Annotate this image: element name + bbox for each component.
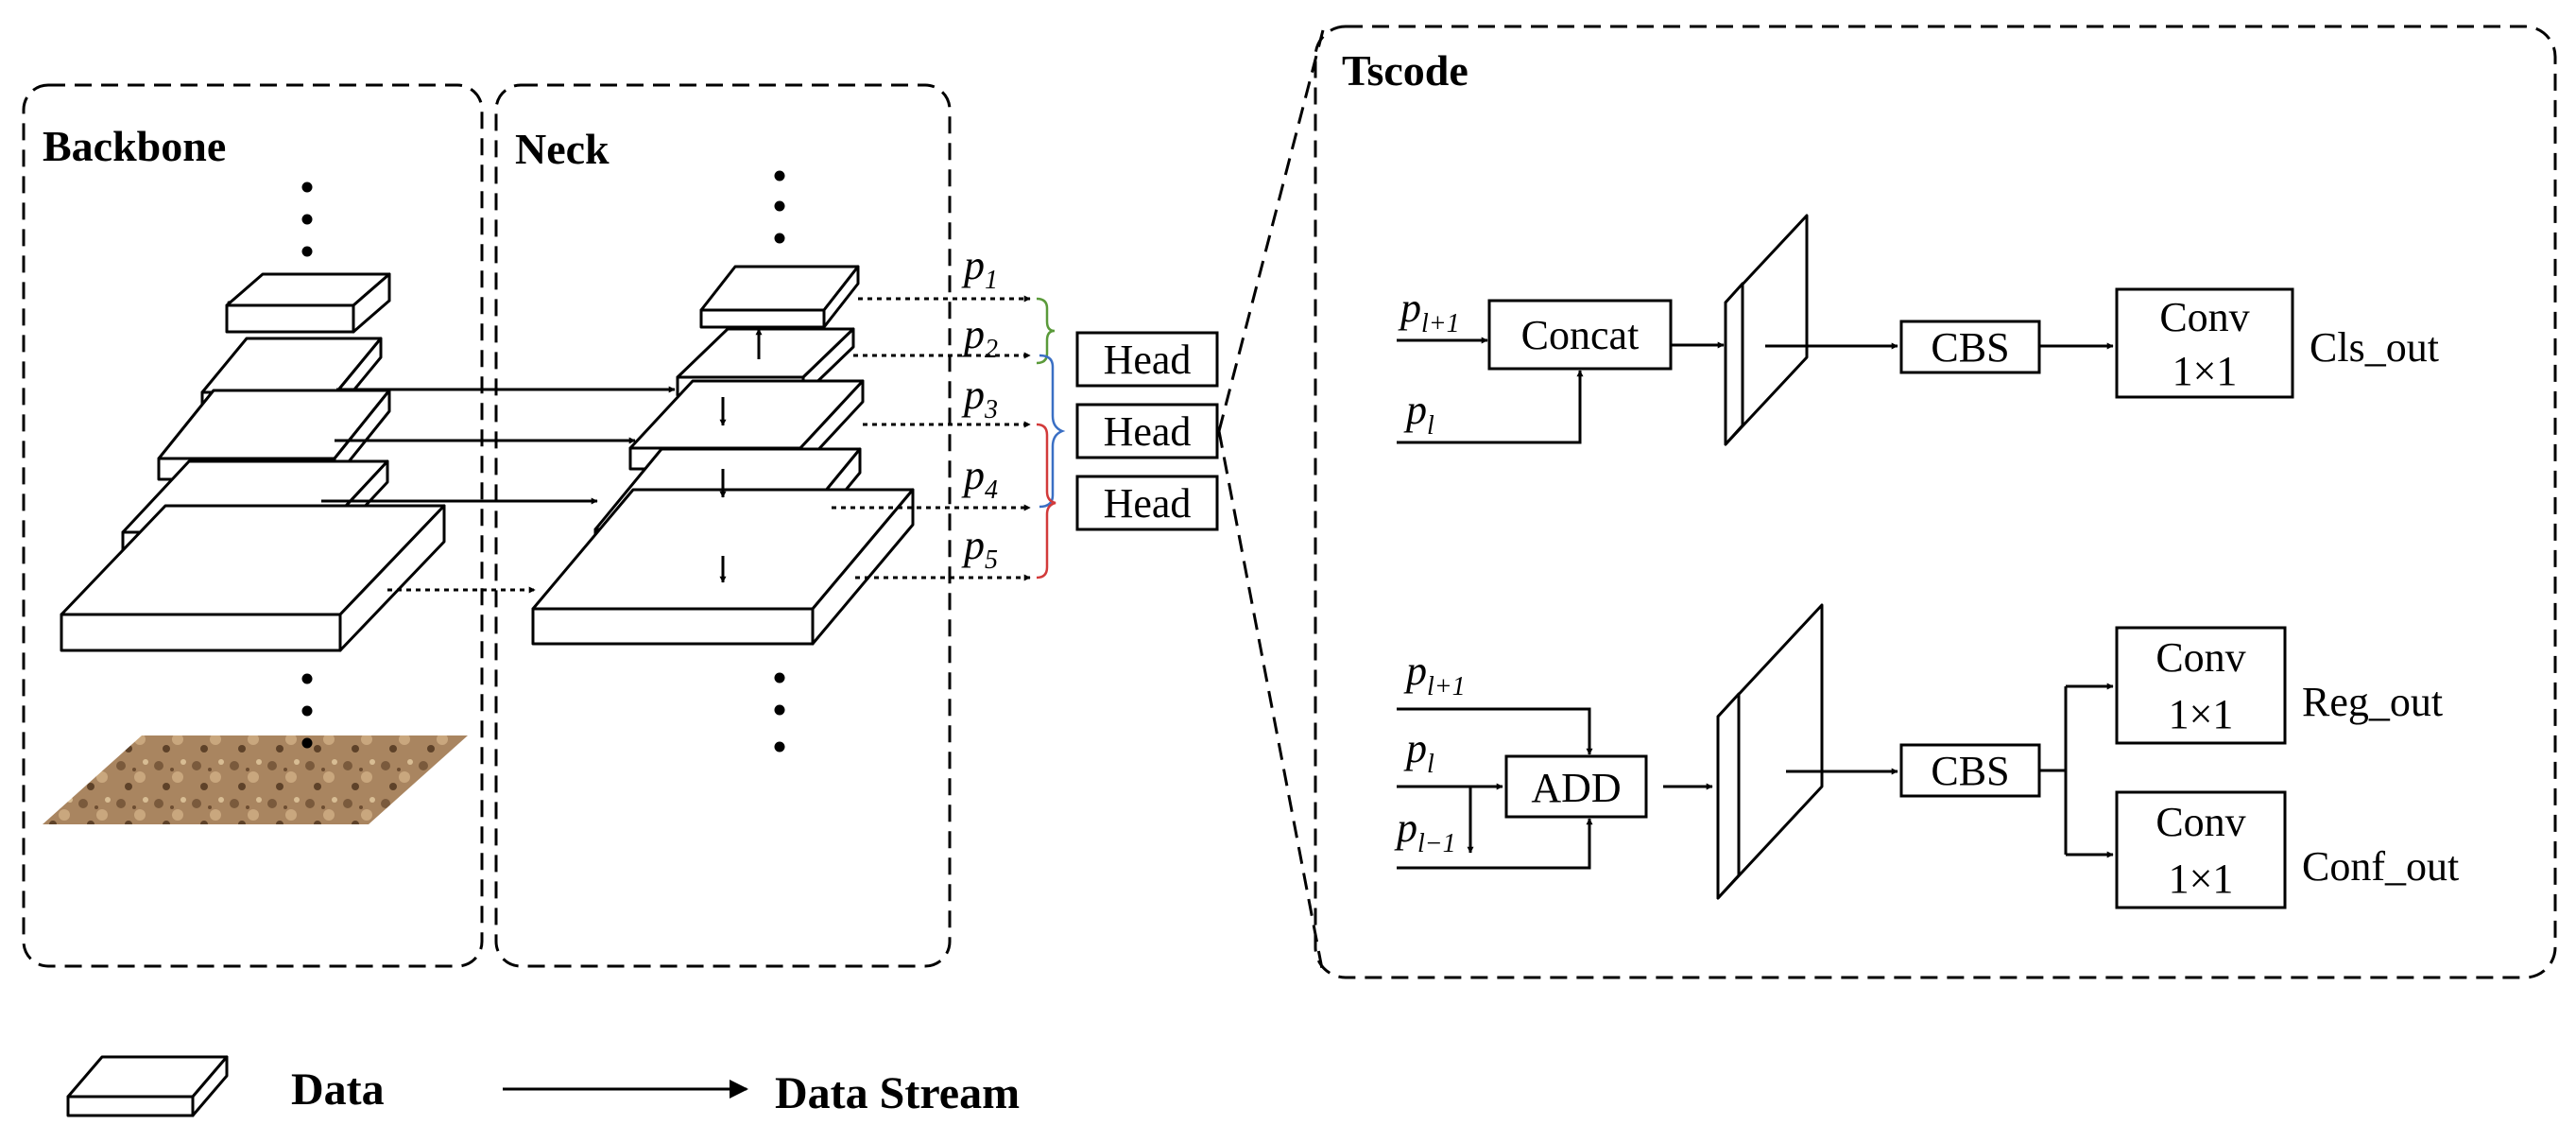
legend: Data Data Stream — [66, 1055, 1020, 1118]
head-box-3 — [1075, 475, 1219, 531]
cls-input-top: pl+1 — [1398, 285, 1460, 338]
reg-input-bottom: pl−1 — [1394, 805, 1456, 858]
reg-cbs-box — [1899, 743, 2041, 798]
p4-label: p4 — [961, 452, 998, 505]
heads: Head Head Head — [1075, 331, 1219, 531]
cls-conv-box — [2115, 287, 2294, 399]
reg-input-mid: pl — [1403, 725, 1434, 779]
cls-feature-map — [1724, 214, 1809, 446]
cls-output-label: Cls_out — [2310, 324, 2439, 371]
neck-ellipsis-bottom — [774, 672, 785, 753]
cls-branch: pl+1 pl Concat CBS Conv 1×1 Cls_out — [1397, 214, 2439, 446]
concat-box — [1487, 299, 1673, 371]
conf-conv-label: Conv — [2155, 799, 2245, 845]
p5-label: p5 — [961, 522, 998, 575]
cls-conv-size: 1×1 — [2172, 348, 2238, 394]
reg-conv-size: 1×1 — [2169, 691, 2234, 737]
head-box-2 — [1075, 403, 1219, 459]
add-label: ADD — [1531, 765, 1621, 811]
head-label-2: Head — [1104, 408, 1192, 455]
tscode-title: Tscode — [1342, 46, 1468, 95]
conf-conv-size: 1×1 — [2169, 856, 2234, 902]
conf-conv-box — [2115, 790, 2287, 909]
legend-data-label: Data — [291, 1064, 385, 1115]
neck-slab-1 — [531, 488, 915, 646]
p2-label: p2 — [961, 311, 998, 364]
legend-stream-label: Data Stream — [775, 1068, 1020, 1118]
reg-output-label: Reg_out — [2302, 679, 2443, 725]
zoom-lines — [1217, 29, 1325, 975]
brace-green — [1036, 297, 1056, 365]
input-image — [43, 735, 468, 824]
backbone-panel: Backbone — [22, 83, 484, 968]
reg-feature-map — [1716, 603, 1824, 900]
reg-branch: pl+1 pl pl−1 ADD CBS Conv 1×1 Reg_out Co… — [1394, 603, 2459, 909]
neck-pyramid — [531, 170, 915, 753]
backbone-pyramid — [43, 182, 468, 824]
reg-input-top: pl+1 — [1403, 648, 1466, 701]
neck-slab-5 — [699, 265, 860, 329]
p3-label: p3 — [961, 372, 998, 424]
head-label-1: Head — [1104, 337, 1192, 383]
add-box — [1504, 754, 1648, 819]
p1-label: p1 — [961, 242, 998, 295]
cls-conv-label: Conv — [2159, 294, 2249, 340]
cls-input-bottom: pl — [1403, 387, 1434, 441]
pyramid-outputs: p1 p2 p3 p4 p5 — [832, 242, 1031, 581]
head-label-3: Head — [1104, 480, 1192, 527]
legend-data-icon — [66, 1055, 229, 1117]
backbone-ellipsis-top — [301, 182, 313, 257]
reg-conv-box — [2115, 626, 2287, 745]
reg-cbs-label: CBS — [1931, 748, 2009, 794]
concat-label: Concat — [1521, 312, 1640, 358]
reg-conv-label: Conv — [2155, 634, 2245, 681]
brace-red — [1036, 423, 1056, 580]
neck-ellipsis-top — [774, 170, 785, 244]
level-braces — [1036, 297, 1066, 580]
backbone-slab-5 — [225, 272, 391, 334]
cls-cbs-label: CBS — [1931, 324, 2009, 371]
lateral-connections — [321, 386, 676, 594]
neck-title: Neck — [515, 125, 610, 173]
brace-blue — [1039, 354, 1066, 509]
neck-panel: Neck — [494, 83, 952, 968]
conf-output-label: Conf_out — [2302, 843, 2459, 890]
backbone-slab-1 — [60, 504, 446, 652]
tscode-panel: Tscode — [1314, 25, 2557, 979]
head-box-1 — [1075, 331, 1219, 388]
backbone-ellipsis-bottom — [301, 673, 313, 749]
cls-cbs-box — [1899, 320, 2041, 374]
backbone-title: Backbone — [43, 122, 226, 170]
